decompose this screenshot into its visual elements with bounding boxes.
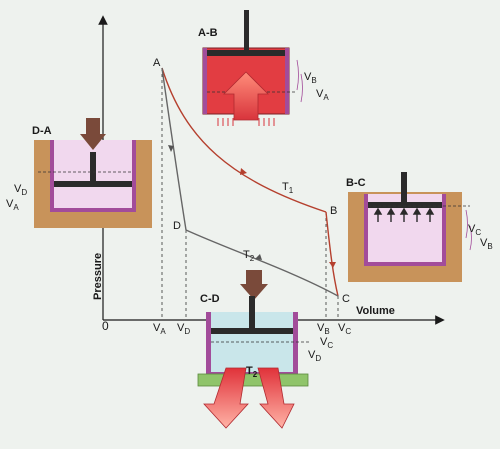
tick-va: VA bbox=[153, 322, 166, 336]
cylinder-right-wall bbox=[285, 48, 289, 114]
x-axis-label: Volume bbox=[356, 305, 395, 317]
stage-ab-label-2: VA bbox=[316, 88, 329, 102]
arrow-cd bbox=[255, 254, 262, 260]
curve-t2-label: T2 bbox=[243, 249, 255, 263]
stage-ab-label-1: VB bbox=[304, 71, 317, 85]
piston-head bbox=[54, 181, 132, 187]
stage-ab-cylinder: A-B VB VA bbox=[198, 10, 329, 126]
stage-da-cylinder: D-A VD VA bbox=[6, 118, 152, 228]
curve-t1-label: T1 bbox=[282, 181, 294, 195]
axes: Pressure Volume 0 bbox=[92, 15, 445, 333]
y-axis-label: Pressure bbox=[92, 253, 104, 300]
stage-bc-cylinder: B-C VC VB bbox=[346, 172, 493, 282]
stage-ab-title: A-B bbox=[198, 27, 218, 39]
stage-da-label-1: VD bbox=[14, 183, 27, 197]
stage-cd-temp: T2 bbox=[246, 365, 258, 379]
cycle-curves bbox=[161, 67, 339, 297]
point-a-label: A bbox=[153, 57, 161, 69]
piston-rod bbox=[249, 296, 255, 330]
stage-cd-label-1: VC bbox=[320, 336, 333, 350]
tick-vc: VC bbox=[338, 322, 351, 336]
arrow-ab bbox=[240, 168, 247, 175]
piston-head bbox=[211, 328, 293, 334]
heat-source-marks bbox=[217, 118, 275, 126]
stage-bc-label-1: VC bbox=[468, 223, 481, 237]
isotherm-t2-curve bbox=[185, 229, 339, 297]
arrow-da bbox=[168, 145, 174, 152]
adiabat-da-curve bbox=[161, 67, 187, 231]
stage-da-label-2: VA bbox=[6, 198, 19, 212]
volume-bracket bbox=[465, 209, 472, 251]
stage-da-title: D-A bbox=[32, 125, 52, 137]
stage-bc-title: B-C bbox=[346, 177, 366, 189]
stage-cd-cylinder: C-D T2 VC VD bbox=[197, 270, 333, 429]
piston-rod bbox=[90, 152, 96, 183]
stage-cd-label-2: VD bbox=[308, 349, 321, 363]
piston-head bbox=[207, 50, 285, 56]
push-arrows bbox=[373, 207, 435, 222]
volume-bracket bbox=[296, 59, 303, 103]
piston-head bbox=[368, 202, 442, 208]
tick-vd: VD bbox=[177, 322, 190, 336]
heat-in-arrow bbox=[223, 71, 269, 121]
point-b-label: B bbox=[330, 205, 337, 217]
heat-out-arrow-left bbox=[203, 367, 249, 429]
piston-rod bbox=[401, 172, 407, 204]
stage-bc-label-2: VB bbox=[480, 237, 493, 251]
isotherm-t1-curve bbox=[161, 67, 327, 213]
arrow-bc bbox=[329, 262, 336, 268]
origin-label: 0 bbox=[102, 319, 109, 333]
piston-rod bbox=[244, 10, 249, 50]
push-down-arrow bbox=[240, 270, 268, 300]
stage-cd-title: C-D bbox=[200, 293, 220, 305]
push-down-arrow bbox=[80, 118, 106, 150]
point-c-label: C bbox=[342, 293, 350, 305]
heat-out-arrow-right bbox=[257, 367, 295, 429]
guide-lines bbox=[161, 68, 339, 320]
tick-vb: VB bbox=[317, 322, 330, 336]
cylinder-left-wall bbox=[203, 48, 207, 114]
point-d-label: D bbox=[173, 220, 181, 232]
adiabat-bc-curve bbox=[325, 211, 339, 297]
